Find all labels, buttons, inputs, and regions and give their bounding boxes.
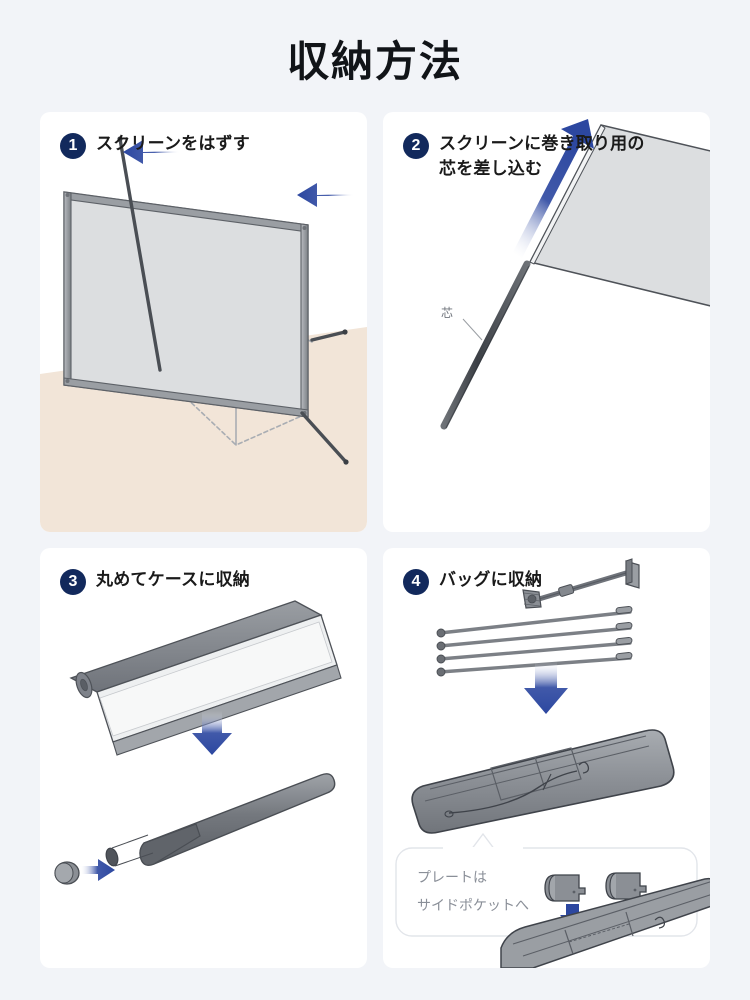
- step-3-illustration: [54, 600, 342, 885]
- core-rod-label: 芯: [441, 306, 453, 320]
- step-2-illustration: 芯: [440, 119, 710, 430]
- pole-hub: [522, 589, 542, 609]
- plate-part-right: [605, 872, 647, 900]
- core-rod: [440, 260, 531, 430]
- step-number-badge-4: 4: [403, 569, 429, 595]
- plate-part-left: [544, 874, 586, 902]
- step-1-illustration: [40, 136, 367, 532]
- step-4-header: 4 バッグに収納: [403, 568, 696, 595]
- steps-grid: 1 スクリーンをはずす: [40, 112, 710, 968]
- rod-parts: [436, 606, 633, 677]
- step-label-1: スクリーンをはずす: [96, 134, 250, 153]
- note-line-1: プレートは: [417, 869, 487, 885]
- note-line-2: サイドポケットへ: [417, 897, 529, 913]
- screen-sheet: [528, 124, 710, 310]
- page-title: 収納方法: [286, 38, 463, 85]
- step-card-4: プレートは サイドポケットへ 4 バッグに収納: [383, 548, 710, 968]
- carry-bag: [411, 729, 675, 834]
- arrow-icon-right: [297, 183, 354, 207]
- arrow-icon-cap-insert: [80, 859, 115, 881]
- step-2-header: 2 スクリーンに巻き取り用の 芯を差し込む: [403, 132, 696, 181]
- step-label-2: スクリーンに巻き取り用の 芯を差し込む: [439, 134, 645, 178]
- screen-panel: [63, 191, 309, 418]
- pole-tips: [117, 136, 349, 465]
- arrow-icon-up: [513, 119, 594, 258]
- step-4-illustration: プレートは サイドポケットへ: [395, 558, 710, 968]
- step-number-badge-1: 1: [60, 133, 86, 159]
- step-number-badge-2: 2: [403, 133, 429, 159]
- arrow-icon-into-bag: [524, 661, 568, 714]
- step-label-3: 丸めてケースに収納: [96, 570, 250, 589]
- step-card-2: 芯 2 スクリーンに巻き取り用の 芯を差し込む: [383, 112, 710, 532]
- step-card-3: 3 丸めてケースに収納: [40, 548, 367, 968]
- step-label-4: バッグに収納: [439, 570, 543, 589]
- rolled-screen: [69, 600, 342, 756]
- bag-side-pocket-detail: [500, 877, 710, 968]
- end-cap: [54, 861, 80, 885]
- center-pole-part: [522, 558, 640, 609]
- support-poles: [118, 137, 348, 464]
- arrow-icon-top-left: [123, 140, 180, 164]
- step-1-header: 1 スクリーンをはずす: [60, 132, 353, 159]
- arrow-icon-down: [192, 711, 232, 755]
- step-3-header: 3 丸めてケースに収納: [60, 568, 353, 595]
- step-card-1: 1 スクリーンをはずす: [40, 112, 367, 532]
- tube-case: [105, 773, 336, 867]
- step-number-badge-3: 3: [60, 569, 86, 595]
- core-rod-leader: [462, 318, 483, 341]
- note-illustration: [500, 872, 710, 968]
